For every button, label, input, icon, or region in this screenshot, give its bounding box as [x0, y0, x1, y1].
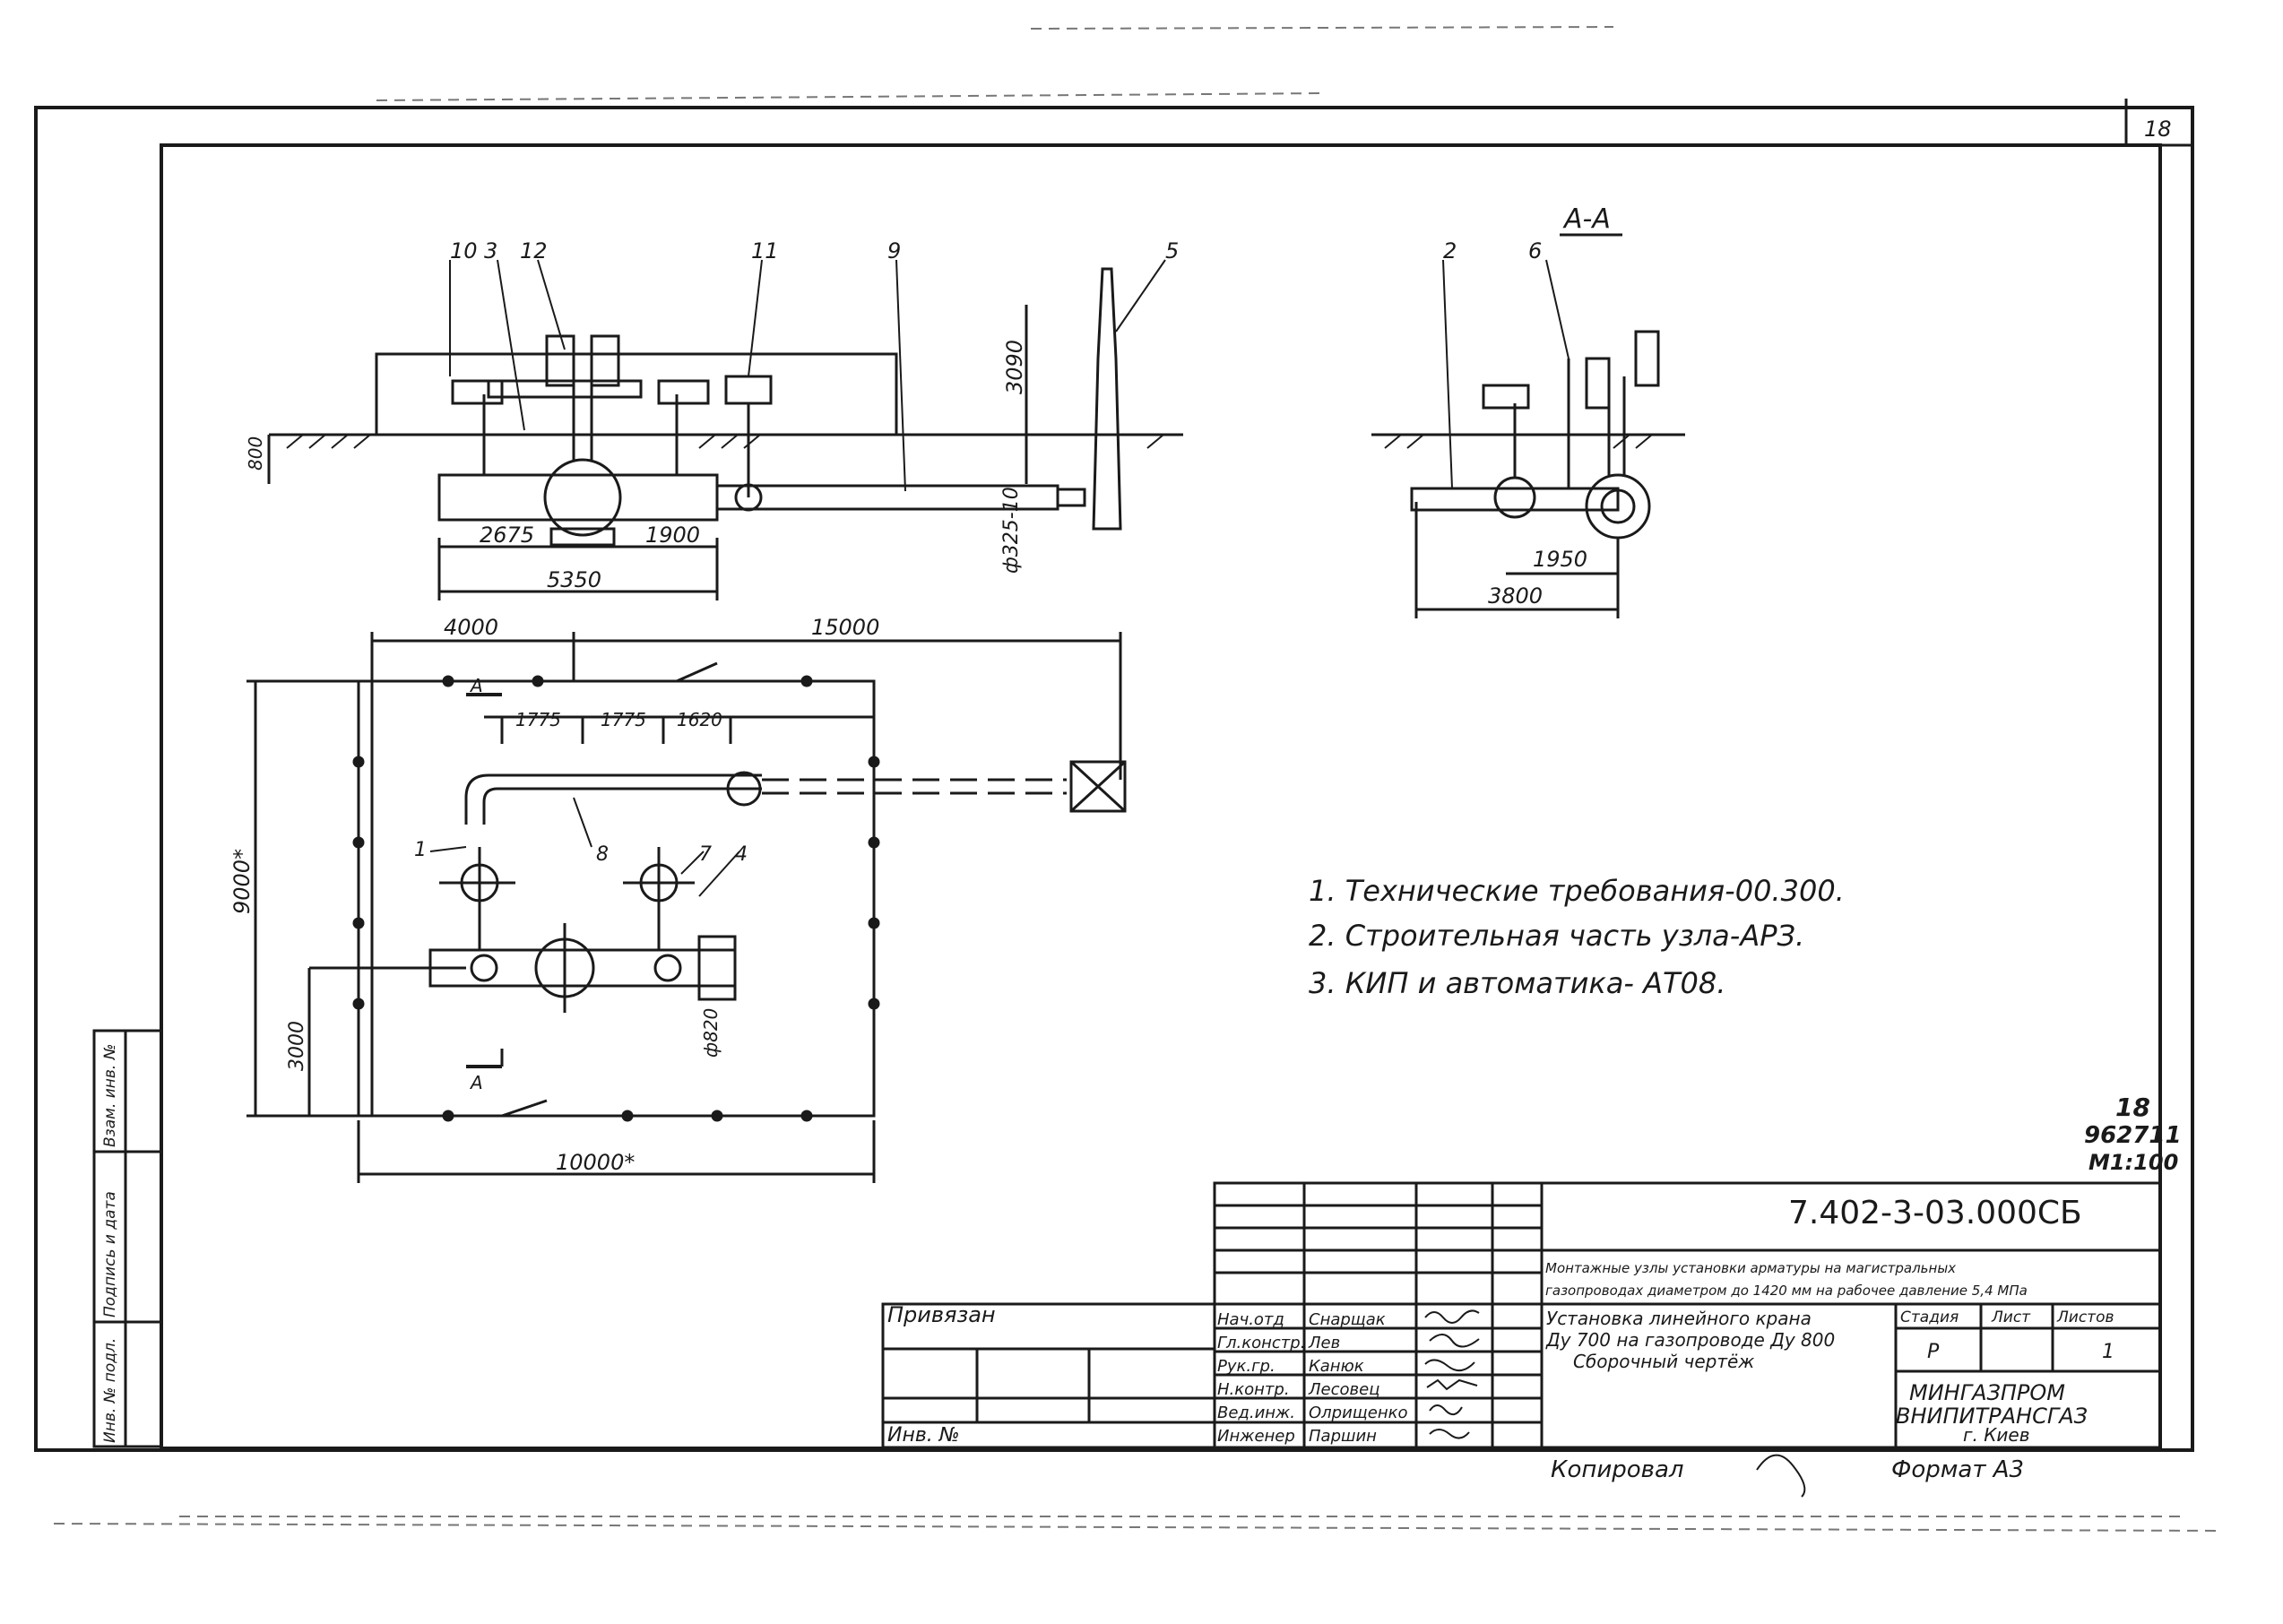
drawing-title: Установка линейного крана [1546, 1308, 1812, 1329]
side-strip-label: Инв. № подл. [101, 1338, 119, 1443]
dimension-label: 10000* [556, 1150, 635, 1175]
stamp-mark: 962711 [2084, 1122, 2182, 1149]
side-strip-label: Подпись и дата [101, 1191, 119, 1317]
dimension-label: 3800 [1488, 583, 1543, 609]
dimension-label: ф325-10 [1000, 487, 1023, 574]
plan-label: 7 [699, 843, 712, 866]
organization: ВНИПИТРАНСГАЗ [1896, 1404, 2088, 1429]
stage-header: Лист [1991, 1309, 2031, 1326]
elevation-label: 9 [887, 238, 901, 263]
role-label: Рук.гр. [1217, 1357, 1276, 1376]
organization: МИНГАЗПРОМ [1909, 1380, 2065, 1405]
scan-artifacts [53, 26, 2224, 1532]
elevation-view [267, 259, 1183, 600]
note-line: 3. КИП и автоматика- АТ08. [1309, 966, 1725, 1000]
dimension-label: 1775 [515, 709, 561, 730]
dimension-label: 1950 [1533, 547, 1587, 572]
stamp-mark: 18 [2115, 1093, 2150, 1122]
elevation-label: 12 [520, 238, 548, 263]
dimension-label: 5350 [547, 567, 601, 592]
dimension-label: 15000 [811, 615, 879, 640]
plan-view [246, 632, 1127, 1183]
side-strip [92, 1029, 163, 1448]
format-label: Формат А3 [1891, 1456, 2024, 1483]
project-title: газопроводах диаметром до 1420 мм на раб… [1545, 1283, 2028, 1299]
elevation-label: 11 [751, 238, 779, 263]
section-title: А-А [1562, 203, 1611, 235]
project-title: Монтажные узлы установки арматуры на маг… [1545, 1260, 1956, 1276]
dimension-label: 4000 [444, 615, 498, 640]
role-label: Нач.отд [1217, 1310, 1284, 1329]
plan-label: 1 [414, 839, 427, 861]
dimension-label: 3090 [1002, 340, 1027, 394]
signer-name: Паршин [1309, 1427, 1377, 1446]
signer-name: Канюк [1309, 1357, 1364, 1376]
section-view [1371, 233, 1685, 618]
dimension-label: 3000 [286, 1021, 308, 1071]
dimension-label: 1620 [677, 709, 722, 730]
side-strip-label: Взам. инв. № [101, 1044, 119, 1147]
document-code: 7.402-3-03.000СБ [1788, 1195, 2082, 1231]
bound-label: Привязан [887, 1302, 996, 1327]
dimension-label: ф820 [700, 1008, 722, 1058]
role-label: Н.контр. [1217, 1380, 1290, 1399]
dimension-label: 1900 [645, 523, 700, 548]
stamp-mark: М1:100 [2088, 1150, 2178, 1175]
note-line: 1. Технические требования-00.300. [1309, 874, 1845, 908]
dimension-label: 1775 [601, 709, 646, 730]
elevation-label: 3 [484, 238, 497, 263]
inventory-label: Инв. № [887, 1424, 960, 1447]
title-block-grid [881, 1181, 2162, 1449]
section-mark: А [469, 675, 483, 696]
stage-value: 1 [2102, 1341, 2114, 1363]
elevation-label: 10 [450, 238, 478, 263]
page-number: 18 [2144, 117, 2172, 142]
role-label: Гл.констр. [1217, 1334, 1305, 1352]
role-label: Инженер [1217, 1427, 1295, 1446]
signatures [1424, 1309, 1806, 1498]
signer-name: Лесовец [1308, 1380, 1379, 1399]
stage-value: Р [1927, 1341, 1940, 1363]
section-label: 6 [1528, 238, 1542, 263]
signer-name: Снарщак [1309, 1310, 1386, 1329]
dimension-label: 9000* [229, 849, 255, 914]
signer-name: Лев [1308, 1334, 1340, 1352]
drawing-title: Сборочный чертёж [1573, 1351, 1754, 1372]
plan-label: 8 [596, 843, 609, 866]
section-mark: А [469, 1072, 483, 1093]
drawing-title: Ду 700 на газопроводе Ду 800 [1545, 1329, 1835, 1351]
copied-label: Копировал [1551, 1456, 1684, 1483]
dimension-label: 800 [245, 436, 266, 471]
dimension-label: 2675 [480, 523, 534, 548]
stage-header: Листов [2056, 1309, 2114, 1326]
section-label: 2 [1443, 238, 1457, 263]
stage-header: Стадия [1900, 1309, 1959, 1326]
elevation-label: 5 [1165, 238, 1179, 263]
organization: г. Киев [1963, 1424, 2030, 1446]
signer-name: Олрищенко [1309, 1404, 1407, 1422]
note-line: 2. Строительная часть узла-АРЗ. [1309, 919, 1804, 953]
role-label: Вед.инж. [1217, 1404, 1295, 1422]
inner-frame [160, 143, 2162, 1450]
plan-label: 4 [735, 843, 748, 866]
